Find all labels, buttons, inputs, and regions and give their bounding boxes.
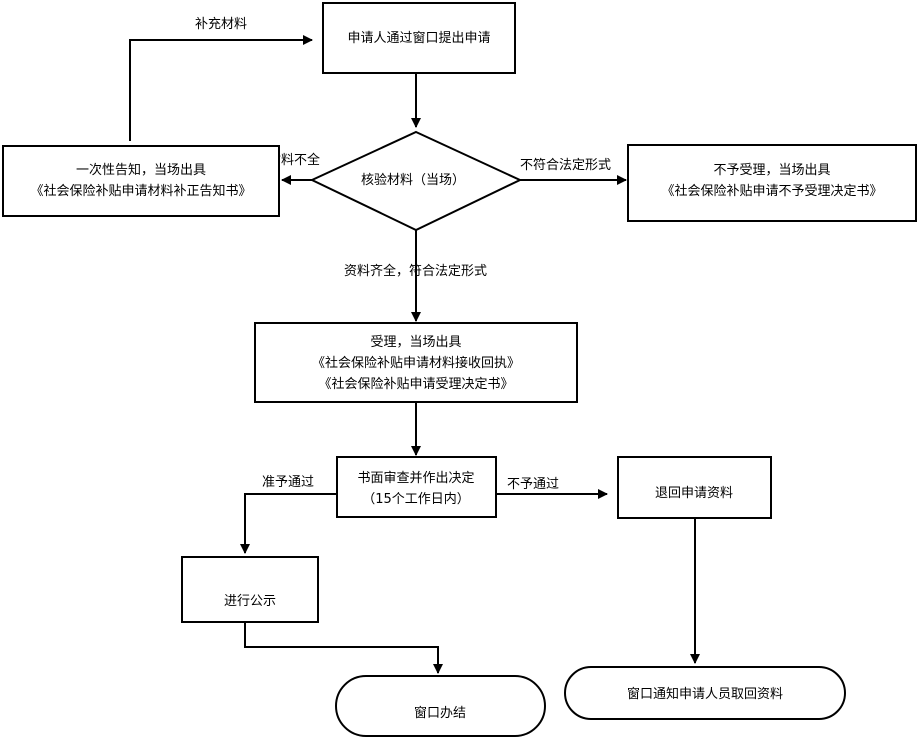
edge-label-incomplete: 材料不全 xyxy=(268,152,320,168)
node-accept-line3: 《社会保险补贴申请受理决定书》 xyxy=(318,376,513,392)
node-review-line1: 书面审查并作出决定 xyxy=(357,471,474,486)
node-notice-line2: 《社会保险补贴申请材料补正告知书》 xyxy=(30,183,251,199)
node-verify-text: 核验材料（当场） xyxy=(361,172,465,188)
node-return-text: 退回申请资料 xyxy=(655,486,733,501)
node-pickup: 窗口通知申请人员取回资料 xyxy=(564,666,846,720)
node-notice-line1: 一次性告知，当场出具 xyxy=(76,162,206,178)
node-review-line2: （15个工作日内） xyxy=(362,491,470,507)
node-complete-text: 窗口办结 xyxy=(414,705,466,721)
connectors xyxy=(129,35,700,674)
node-review: 书面审查并作出决定 （15个工作日内） xyxy=(336,456,497,518)
node-verify: 核验材料（当场） xyxy=(309,130,523,232)
node-return: 退回申请资料 xyxy=(617,456,772,519)
node-accept-line2: 《社会保险补贴申请材料接收回执》 xyxy=(312,355,520,371)
node-complete: 窗口办结 xyxy=(335,675,546,737)
edge-label-approved: 准予通过 xyxy=(262,475,314,490)
node-publicity-text: 进行公示 xyxy=(224,594,276,609)
edge-label-nonconforming: 不符合法定形式 xyxy=(520,157,611,173)
node-pickup-text: 窗口通知申请人员取回资料 xyxy=(627,686,783,702)
arrow-notice-to-apply xyxy=(129,35,313,141)
arrow-review-to-publicity xyxy=(240,493,337,554)
edge-label-conforming: 资料齐全，符合法定形式 xyxy=(344,263,487,279)
node-apply-text: 申请人通过窗口提出申请 xyxy=(347,30,490,46)
node-reject: 不予受理，当场出具 《社会保险补贴申请不予受理决定书》 xyxy=(627,144,917,222)
node-publicity: 进行公示 xyxy=(181,556,319,623)
node-accept: 受理，当场出具 《社会保险补贴申请材料接收回执》 《社会保险补贴申请受理决定书》 xyxy=(254,322,578,403)
node-apply: 申请人通过窗口提出申请 xyxy=(322,2,516,74)
node-accept-line1: 受理，当场出具 xyxy=(370,335,461,350)
arrow-publicity-to-complete xyxy=(244,622,443,674)
node-notice: 一次性告知，当场出具 《社会保险补贴申请材料补正告知书》 xyxy=(2,145,280,217)
edge-labels: 补充材料 材料不全 不符合法定形式 资料齐全，符合法定形式 准予通过 不予通过 xyxy=(195,16,611,492)
node-reject-line1: 不予受理，当场出具 xyxy=(713,163,830,178)
node-reject-line2: 《社会保险补贴申请不予受理决定书》 xyxy=(661,183,882,199)
edge-label-supplement: 补充材料 xyxy=(195,16,247,32)
edge-label-denied: 不予通过 xyxy=(507,477,559,492)
